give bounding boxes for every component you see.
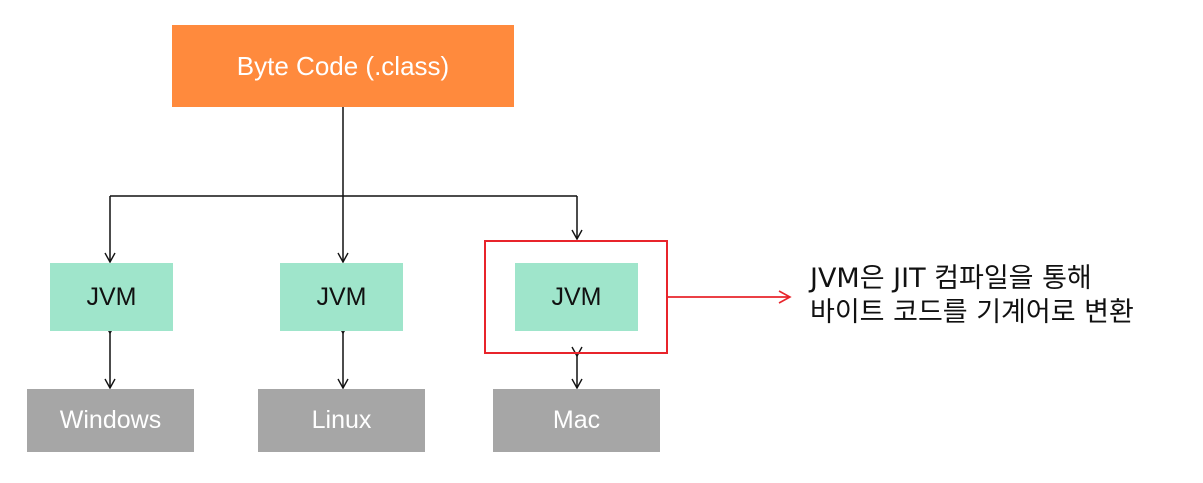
annotation-line-1: JVM은 JIT 컴파일을 통해 — [810, 263, 1092, 294]
jvm-mac-box: JVM — [515, 263, 638, 331]
windows-box: Windows — [27, 389, 194, 452]
jvm-mac-label: JVM — [551, 282, 602, 311]
mac-label: Mac — [552, 406, 601, 434]
linux-label: Linux — [311, 406, 372, 434]
jit-annotation: JVM은 JIT 컴파일을 통해 바이트 코드를 기계어로 변환 — [810, 262, 1134, 330]
mac-box: Mac — [493, 389, 660, 452]
annotation-line-2: 바이트 코드를 기계어로 변환 — [810, 297, 1134, 328]
jvm-linux-box: JVM — [280, 263, 403, 331]
windows-label: Windows — [59, 406, 162, 434]
jvm-linux-label: JVM — [316, 282, 367, 311]
linux-box: Linux — [258, 389, 425, 452]
jvm-mac-highlight — [484, 240, 668, 354]
bytecode-box: Byte Code (.class) — [172, 25, 514, 107]
jvm-windows-box: JVM — [50, 263, 173, 331]
jvm-windows-label: JVM — [86, 282, 137, 311]
bytecode-label: Byte Code (.class) — [236, 50, 450, 81]
